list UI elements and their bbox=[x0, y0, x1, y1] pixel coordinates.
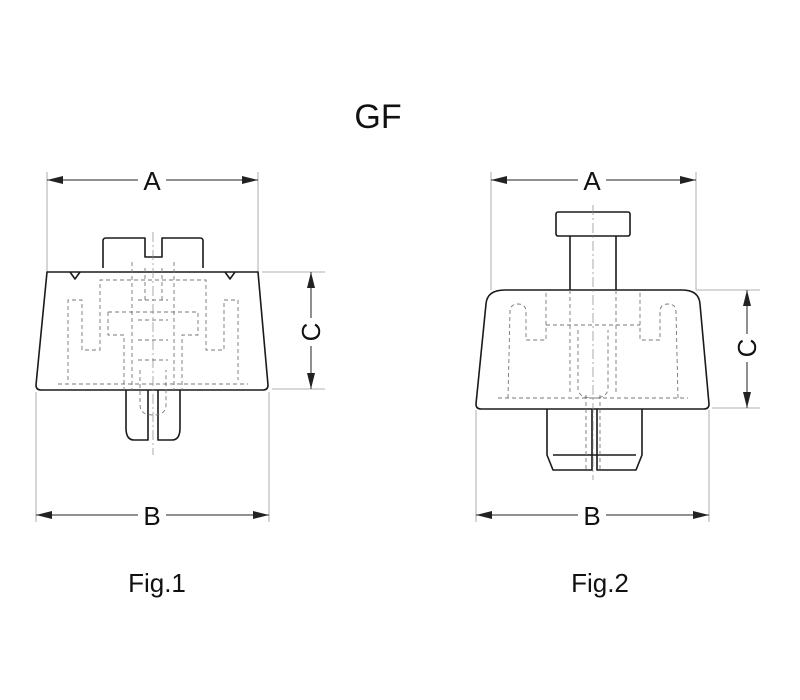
figure-1: A B C bbox=[35, 166, 326, 598]
hidden-lines-fig2 bbox=[498, 205, 688, 480]
figure-2: A B C bbox=[475, 166, 762, 598]
caption-fig1: Fig.1 bbox=[128, 568, 186, 598]
dimension-b-fig2: B bbox=[476, 501, 709, 531]
label-a-fig1: A bbox=[143, 166, 161, 196]
label-c-fig2: C bbox=[732, 339, 762, 358]
part-body-fig1 bbox=[35, 237, 269, 441]
hidden-lines-fig1 bbox=[58, 232, 248, 455]
dimension-c-fig2: C bbox=[732, 290, 762, 408]
label-c-fig1: C bbox=[296, 323, 326, 342]
label-b-fig2: B bbox=[583, 501, 600, 531]
dimension-a-fig1: A bbox=[47, 166, 258, 196]
drawing-title: GF bbox=[354, 98, 401, 136]
dimension-c-fig1: C bbox=[296, 272, 326, 389]
label-a-fig2: A bbox=[583, 166, 601, 196]
label-b-fig1: B bbox=[143, 501, 160, 531]
caption-fig2: Fig.2 bbox=[571, 568, 629, 598]
part-body-fig2 bbox=[475, 211, 710, 471]
dimension-a-fig2: A bbox=[491, 166, 696, 196]
dimension-b-fig1: B bbox=[36, 501, 269, 531]
